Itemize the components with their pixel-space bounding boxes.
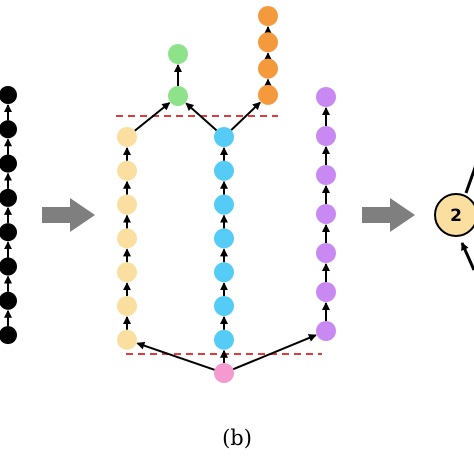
blue-node [214,228,234,249]
black-node [0,120,17,139]
merged-edge-lower [460,242,474,271]
yellow-node [117,160,137,181]
yellow-node [117,329,137,350]
transition-arrow-right [362,198,415,232]
root-node [214,363,234,383]
edge-arrow [230,101,261,131]
purple-node [316,126,336,146]
orange-node [258,84,278,105]
yellow-node [117,296,137,316]
purple-node [316,321,336,341]
purple-node [316,87,336,107]
yellow-node [117,127,137,147]
merged-node-label: 2 [450,206,462,226]
orange-node [258,32,278,53]
black-node [0,154,17,173]
purple-node [316,204,336,224]
edge-arrow [134,102,171,132]
black-node [0,257,17,276]
edge-arrow [232,334,317,371]
orange-node [258,6,278,26]
blue-node [214,160,234,181]
blue-node [214,262,234,283]
merged-edge-upper [464,166,474,194]
orange-node [258,58,278,79]
edge-arrow [185,102,218,132]
yellow-node [117,262,137,283]
purple-node [316,243,336,263]
node-layer [0,6,336,383]
edge-layer [4,26,330,371]
yellow-node [117,194,137,215]
blue-node [214,194,234,215]
blue-node [214,329,234,350]
black-node [0,326,17,345]
black-node [0,86,17,104]
black-node [0,291,17,310]
black-node [0,223,17,242]
figure-caption: (b) [222,426,252,450]
yellow-node [117,228,137,249]
green-node [168,86,188,106]
transition-arrow-left [42,198,95,232]
merged-node [434,193,474,237]
blue-node [214,296,234,316]
black-node [0,188,17,207]
edge-arrow [136,341,215,371]
purple-node [316,282,336,302]
green-node [168,44,188,64]
purple-node [316,165,336,185]
blue-node [214,127,234,147]
merged-node-group: 2 [434,166,474,271]
